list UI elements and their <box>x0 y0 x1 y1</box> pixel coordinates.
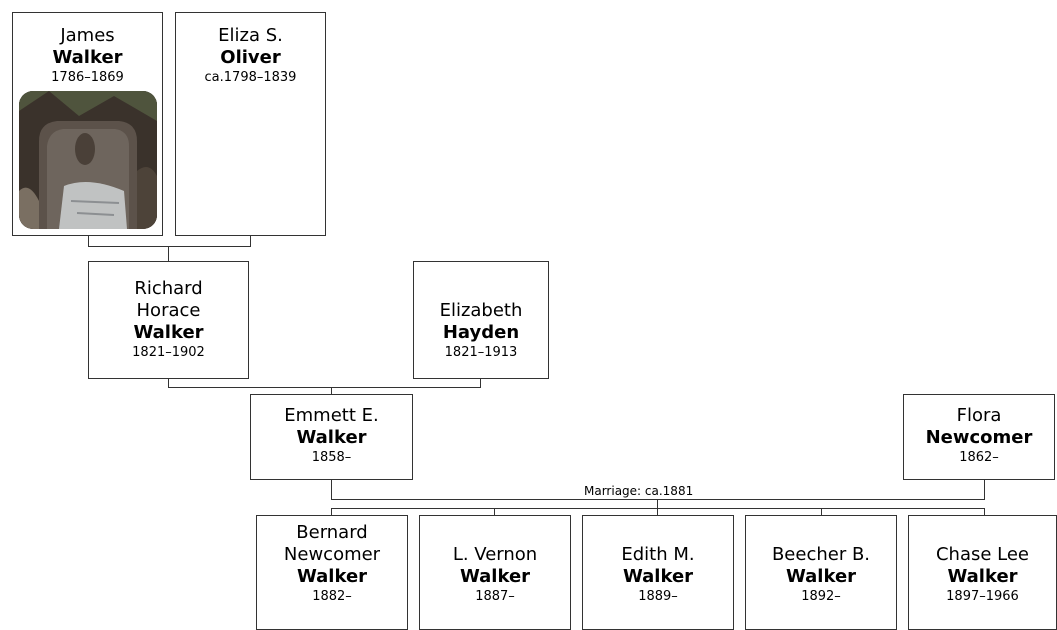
marriage-label: Marriage: ca.1881 <box>582 484 696 498</box>
connector <box>88 236 89 246</box>
given-name: Chase Lee <box>935 544 1030 565</box>
life-dates: 1786–1869 <box>51 70 124 85</box>
connector <box>821 508 822 515</box>
person-child[interactable]: Beecher B. Walker 1892– <box>745 515 897 630</box>
surname: Newcomer <box>925 427 1033 448</box>
connector <box>480 379 481 387</box>
given-name: Bernard Newcomer <box>283 522 381 565</box>
surname: Walker <box>296 566 368 587</box>
surname: Oliver <box>220 47 281 68</box>
given-name: Richard Horace <box>134 278 203 321</box>
life-dates: 1887– <box>475 589 515 604</box>
life-dates: ca.1798–1839 <box>204 70 297 85</box>
given-name: Emmett E. <box>284 405 379 426</box>
life-dates: 1862– <box>959 450 999 465</box>
person-elizabeth-hayden[interactable]: Elizabeth Hayden 1821–1913 <box>413 261 549 379</box>
connector <box>331 480 332 499</box>
connector <box>657 508 658 515</box>
surname: Walker <box>52 47 123 68</box>
connector <box>331 387 332 394</box>
connector <box>984 508 985 515</box>
surname: Walker <box>785 566 857 587</box>
connector <box>168 246 169 261</box>
life-dates: 1892– <box>801 589 841 604</box>
surname: Walker <box>947 566 1018 587</box>
surname: Walker <box>622 566 694 587</box>
connector <box>984 480 985 499</box>
person-child[interactable]: L. Vernon Walker 1887– <box>419 515 571 630</box>
given-name: L. Vernon <box>452 544 538 565</box>
connector <box>657 499 658 508</box>
life-dates: 1882– <box>312 589 352 604</box>
life-dates: 1821–1913 <box>444 345 518 360</box>
connector <box>494 508 495 515</box>
given-name: Elizabeth <box>439 300 523 321</box>
person-child[interactable]: Chase Lee Walker 1897–1966 <box>908 515 1057 630</box>
surname: Walker <box>133 322 204 343</box>
person-emmett-walker[interactable]: Emmett E. Walker 1858– <box>250 394 413 480</box>
person-eliza-oliver[interactable]: Eliza S. Oliver ca.1798–1839 <box>175 12 326 236</box>
person-child[interactable]: Edith M. Walker 1889– <box>582 515 734 630</box>
person-flora-newcomer[interactable]: Flora Newcomer 1862– <box>903 394 1055 480</box>
surname: Walker <box>296 427 367 448</box>
surname: Walker <box>459 566 531 587</box>
person-richard-walker[interactable]: Richard Horace Walker 1821–1902 <box>88 261 249 379</box>
person-james-walker[interactable]: James Walker 1786–1869 <box>12 12 163 236</box>
given-name: Flora <box>956 405 1002 426</box>
given-name: Beecher B. <box>771 544 871 565</box>
gravestone-photo <box>19 91 157 229</box>
connector <box>331 508 985 509</box>
connector <box>88 246 251 247</box>
life-dates: 1858– <box>311 450 352 465</box>
life-dates: 1897–1966 <box>946 589 1019 604</box>
person-child[interactable]: Bernard Newcomer Walker 1882– <box>256 515 408 630</box>
given-name: Edith M. <box>621 544 695 565</box>
connector <box>168 379 169 387</box>
connector <box>250 236 251 246</box>
given-name: Eliza S. <box>218 25 283 46</box>
connector <box>168 387 481 388</box>
marriage-line <box>331 499 985 500</box>
surname: Hayden <box>442 322 520 343</box>
given-name: James <box>60 25 115 46</box>
connector <box>331 508 332 515</box>
life-dates: 1821–1902 <box>132 345 205 360</box>
life-dates: 1889– <box>638 589 678 604</box>
